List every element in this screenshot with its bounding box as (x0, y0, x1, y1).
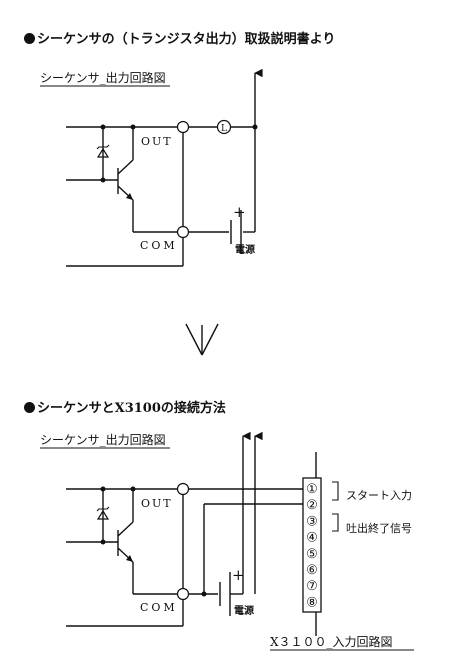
sequencer-output-circuit-diagram: シーケンサ_出力回路図 L OUT C (40, 68, 263, 267)
zener-diode-bar (96, 506, 110, 512)
diagram1-title: シーケンサ_出力回路図 (40, 70, 166, 85)
section1-heading-text: シーケンサの（トランジスタ出力）取扱説明書より (37, 32, 336, 47)
start-label: スタート入力 (346, 489, 412, 502)
input-circuit-title: X３１００_入力回路図 (270, 634, 393, 649)
out-label: OUT (141, 497, 173, 510)
terminal-1: ① (306, 482, 318, 497)
com-label: COM (140, 601, 178, 614)
start-bracket (332, 481, 339, 501)
emitter-arrow-icon (126, 193, 133, 200)
com-terminal (176, 587, 190, 601)
load-lamp-icon (216, 119, 232, 135)
transistor-collector (117, 159, 134, 175)
out-terminal (176, 120, 190, 134)
zener-diode-bar (96, 144, 110, 150)
transistor-collector (117, 521, 134, 537)
diagram2-title: シーケンサ_出力回路図 (40, 432, 166, 447)
plus-label: + (233, 203, 246, 221)
power-label: 電源 (235, 243, 255, 256)
terminal-4: ④ (306, 531, 318, 546)
section2-heading: シーケンサとX3100の接続方法 (24, 397, 226, 416)
section2-heading-text: シーケンサとX3100の接続方法 (37, 401, 226, 416)
terminal-5: ⑤ (306, 547, 318, 562)
zener-diode-icon (96, 509, 110, 520)
bullet-icon (24, 402, 35, 413)
down-arrow-icon (185, 323, 219, 356)
sequencer-x3100-connection-diagram: シーケンサ_出力回路図 OUT COM (40, 431, 414, 651)
junction-dot (100, 539, 106, 545)
junction-dot (100, 177, 106, 183)
x3100-terminal-block (302, 477, 322, 613)
com-label: COM (140, 239, 178, 252)
power-label: 電源 (234, 604, 254, 617)
emitter-arrow-icon (126, 555, 133, 562)
plus-label: + (232, 566, 245, 584)
terminal-3: ③ (306, 514, 318, 529)
com-terminal (176, 225, 190, 239)
dispense-label: 吐出終了信号 (346, 521, 412, 535)
terminal-7: ⑦ (306, 579, 318, 594)
out-label: OUT (141, 135, 173, 148)
dispense-bracket (332, 513, 339, 532)
out-terminal (176, 482, 190, 496)
zener-diode-icon (96, 147, 110, 158)
terminal-8: ⑧ (306, 595, 318, 610)
bullet-icon (24, 33, 35, 44)
terminal-2: ② (306, 498, 318, 513)
terminal-6: ⑥ (306, 563, 318, 578)
load-label: L (221, 124, 227, 134)
section1-heading: シーケンサの（トランジスタ出力）取扱説明書より (24, 28, 335, 47)
